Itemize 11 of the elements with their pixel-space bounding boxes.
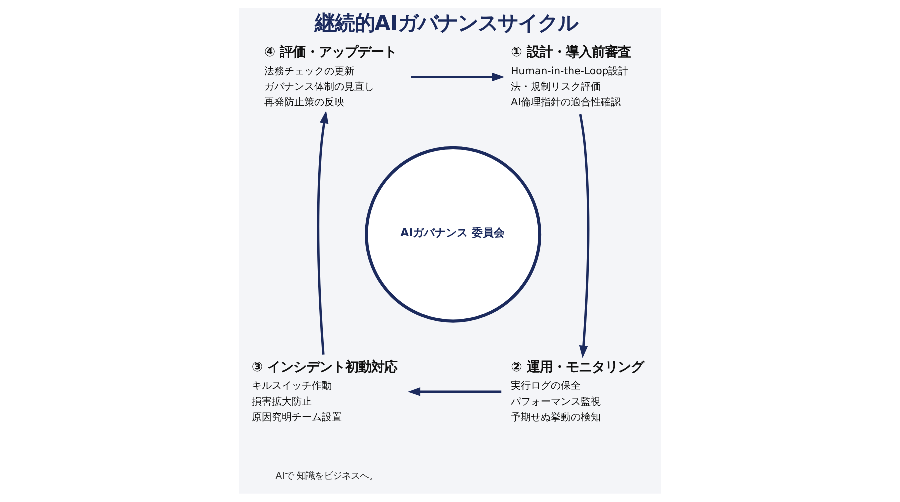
node-circle: AIガバナンス 委員会 (365, 146, 542, 323)
arrow (408, 388, 502, 396)
node-text: ② 運用・モニタリング 実行ログの保全 パフォーマンス監視 予期せぬ挙動の検知 (511, 360, 644, 424)
arrow (317, 111, 329, 355)
label: AIで 知識をビジネスへ。 (276, 471, 378, 482)
node-text: ① 設計・導入前審査 Human-in-the-Loop設計 法・規制リスク評価 AI倫理指針の適合性確認 (511, 46, 631, 109)
node-text: ④ 評価・アップデート 法務チェックの更新 ガバナンス体制の見直し 再発防止策の反映 (264, 46, 398, 109)
diagram-title: 継続的AIガバナンスサイクル (314, 10, 578, 35)
node-text: ③ インシデント初動対応 キルスイッチ作動 損害拡大防止 原因究明チーム設置 (252, 360, 398, 424)
arrow (579, 114, 590, 358)
arrow (411, 72, 505, 82)
